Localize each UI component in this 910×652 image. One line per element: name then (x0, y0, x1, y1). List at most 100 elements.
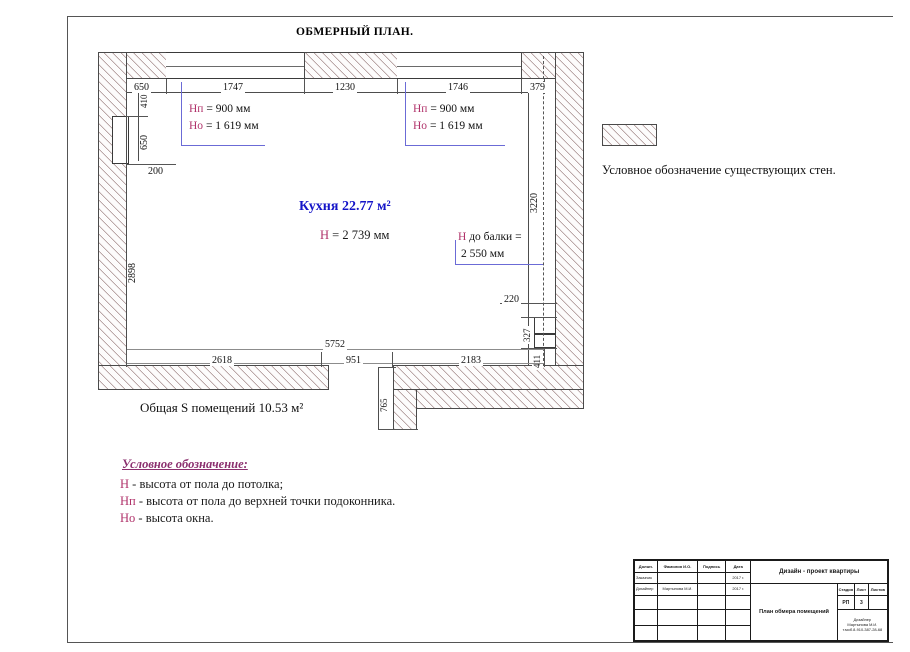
room-name-label: Кухня 22.77 м² (299, 199, 391, 214)
wall-step-foot (416, 389, 584, 409)
dim-bottom-2183: 2183 (459, 355, 483, 366)
tb-header-role: Должн. (634, 560, 658, 573)
room-height-key: Н (320, 228, 330, 242)
dim-right-220: 220 (502, 294, 521, 305)
dim-left-410: 410 (139, 92, 150, 110)
tb-header-sign: Подпись (697, 560, 727, 573)
beam-centerline (543, 56, 544, 366)
ho-value: = 1 619 мм (203, 120, 259, 132)
wall-left-niche (112, 116, 129, 164)
tb-sheet-header: Лист (854, 584, 869, 595)
tb-drawing-title: План обмера помещений (750, 583, 838, 641)
dim-top-650: 650 (132, 82, 151, 93)
dim-bottom-2618: 2618 (210, 355, 234, 366)
hp-key: Нп (413, 103, 428, 115)
tb-row-2-name (656, 595, 699, 611)
title-block-header-row: Должн. Фамилия И.О. Подпись Дата Дизайн … (634, 559, 888, 585)
tb-sheets-header: Листов (870, 587, 886, 593)
window-note-2-hp: Нп = 900 мм (413, 101, 474, 118)
wall-left (98, 52, 127, 380)
room-height-label: Н = 2 739 мм (320, 228, 389, 243)
dim-right-3220: 3220 (529, 191, 540, 215)
tb-row-0-role: Заказчик (634, 571, 658, 585)
dim-top-1746: 1746 (446, 82, 470, 93)
wall-step-leg (393, 389, 417, 430)
beam-line1: до балки = (466, 231, 522, 243)
beam-note-line1: Н до балки = (458, 229, 522, 246)
tb-sheet-value: 3 (854, 596, 869, 609)
tb-stage-value: РП (838, 596, 855, 609)
tb-row-0-name (656, 571, 699, 585)
tb-row-2-role (634, 595, 658, 611)
wall-right-niche-upper (534, 317, 556, 334)
tb-row-4-sign (697, 624, 727, 642)
tb-row-4-date (725, 624, 752, 642)
wall-right (555, 52, 584, 380)
tb-row-4-role (634, 624, 658, 642)
dim-left-650: 650 (139, 133, 150, 152)
ho-value: = 1 619 мм (427, 120, 483, 132)
tb-author-line-2: Мартынова М.И. (847, 621, 878, 627)
tb-row-0-date: 2017 г. (725, 571, 752, 585)
wall-bottom-left (98, 365, 329, 390)
window-note-1-hp: Нп = 900 мм (189, 101, 250, 118)
plan-title: ОБМЕРНЫЙ ПЛАН. (296, 26, 414, 38)
wall-bottom-right (393, 365, 584, 390)
symbol-legend-row-ho: Но - высота окна. (120, 510, 214, 527)
tb-header-name: Фамилия И.О. (656, 560, 699, 573)
tb-stage-header: Стадия (838, 584, 855, 595)
tb-header-date: Дата (725, 560, 752, 573)
window-opening-top-2 (397, 52, 522, 79)
tb-project-title: Дизайн - проект квартиры (750, 559, 888, 585)
hp-key: Нп (189, 103, 204, 115)
beam-key: Н (458, 231, 467, 243)
symbol-key-ho: Но (120, 511, 136, 525)
room-height-value: = 2 739 мм (329, 228, 390, 242)
dim-right-327: 327 (522, 326, 533, 344)
tb-row-4-name (656, 624, 699, 642)
tb-row-2-sign (697, 595, 727, 611)
symbol-key-hp: Нп (120, 494, 136, 508)
dim-top-1747: 1747 (221, 82, 245, 93)
sheet-frame (67, 16, 893, 643)
tb-row-3-sign (697, 609, 727, 626)
wall-top-pier (304, 52, 398, 79)
dim-top-1230: 1230 (333, 82, 357, 93)
symbol-legend-title: Условное обозначение: (122, 457, 248, 471)
tb-row-1-sign (697, 583, 727, 597)
dim-right-411: 411 (532, 352, 543, 370)
window-note-1-ho: Но = 1 619 мм (189, 118, 259, 135)
tb-row-1-name: Мартынова М.И. (656, 583, 699, 597)
tb-sheets-value (868, 597, 886, 609)
ho-key: Но (413, 120, 428, 132)
tb-row-1-role: Дизайнер (634, 583, 658, 597)
tb-author-cell: Дизайнер Мартынова М.И. т.моб.8-910-387-… (836, 609, 889, 641)
tb-row-3-name (656, 609, 699, 626)
tb-row-3-date (725, 609, 752, 626)
hp-value: = 900 мм (427, 103, 475, 115)
tb-author-line-3: т.моб.8-910-387-28-68 (842, 626, 883, 632)
wall-right-niche-lower (534, 334, 556, 348)
symbol-text-hp: - высота от пола до верхней точки подоко… (135, 494, 396, 508)
tb-stage-value-cell: РП 3 (836, 595, 889, 611)
total-area-label: Общая S помещений 10.53 м² (140, 400, 304, 415)
hatch-legend-caption: Условное обозначение существующих стен. (602, 163, 836, 177)
window-note-2-ho: Но = 1 619 мм (413, 118, 483, 135)
dim-left-2898: 2898 (127, 261, 138, 285)
ho-key: Но (189, 120, 204, 132)
symbol-text-h: - высота от пола до потолка; (129, 477, 284, 491)
title-block-table: Должн. Фамилия И.О. Подпись Дата Дизайн … (634, 559, 889, 642)
tb-row-1-date: 2017 г. (725, 583, 752, 597)
hp-value: = 900 мм (203, 103, 251, 115)
dim-left-200: 200 (146, 166, 165, 177)
tb-row-0-sign (697, 571, 727, 585)
tb-author-line-1: Дизайнер (853, 616, 872, 622)
tb-row-2-date (725, 595, 752, 611)
window-opening-top-1 (166, 52, 305, 79)
symbol-legend-row-hp: Нп - высота от пола до верхней точки под… (120, 493, 395, 510)
dim-step-765: 765 (379, 396, 390, 414)
title-block: Должн. Фамилия И.О. Подпись Дата Дизайн … (633, 559, 889, 642)
hatch-legend-swatch (602, 124, 657, 146)
title-block-row-designer: Дизайнер Мартынова М.И. 2017 г. План обм… (634, 583, 889, 641)
symbol-legend-row-h: Н - высота от пола до потолка; (120, 476, 283, 493)
